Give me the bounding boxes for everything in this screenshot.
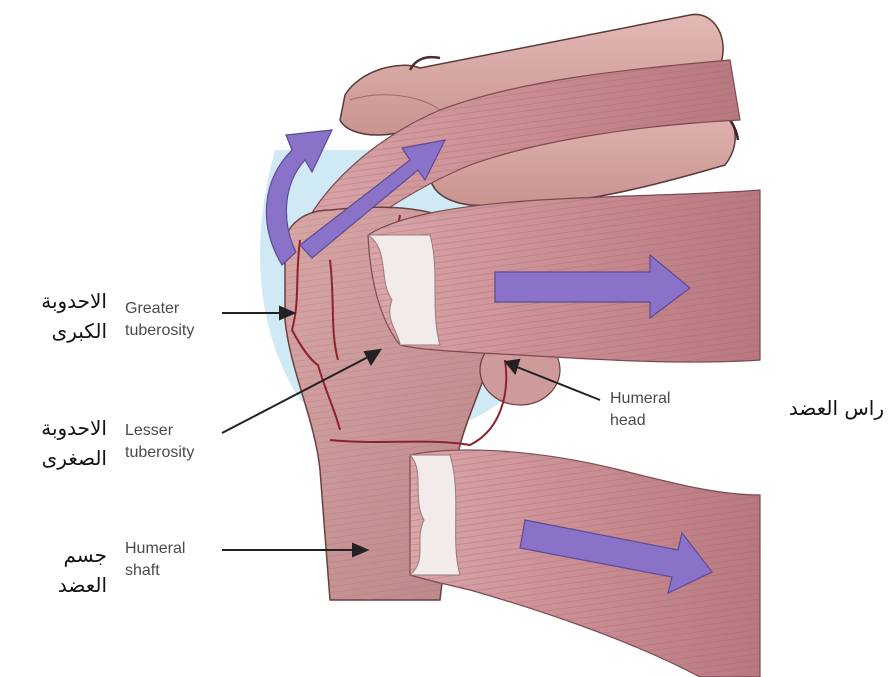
arabic-line: الكبرى: [41, 316, 107, 346]
label-humeral-head: Humeral head: [610, 388, 670, 432]
label-lesser-tuberosity: Lesser tuberosity: [125, 420, 194, 464]
arabic-line: الاحدوبة: [41, 286, 107, 316]
arabic-line: الصغرى: [41, 443, 107, 473]
arabic-line: جسم: [58, 540, 107, 570]
label-humeral-shaft: Humeral shaft: [125, 538, 185, 582]
label-line: shaft: [125, 560, 185, 582]
arabic-line: العضد: [58, 570, 107, 600]
label-line: head: [610, 410, 670, 432]
label-line: tuberosity: [125, 320, 194, 342]
label-greater-tuberosity: Greater tuberosity: [125, 298, 194, 342]
arabic-lesser-tuberosity: الاحدوبة الصغرى: [41, 413, 107, 473]
arabic-humeral-head: راس العضد: [789, 393, 884, 423]
arabic-line: الاحدوبة: [41, 413, 107, 443]
arabic-greater-tuberosity: الاحدوبة الكبرى: [41, 286, 107, 346]
label-line: Humeral: [610, 388, 670, 410]
arabic-humeral-shaft: جسم العضد: [58, 540, 107, 600]
label-line: tuberosity: [125, 442, 194, 464]
label-line: Greater: [125, 298, 194, 320]
label-line: Lesser: [125, 420, 194, 442]
label-line: Humeral: [125, 538, 185, 560]
